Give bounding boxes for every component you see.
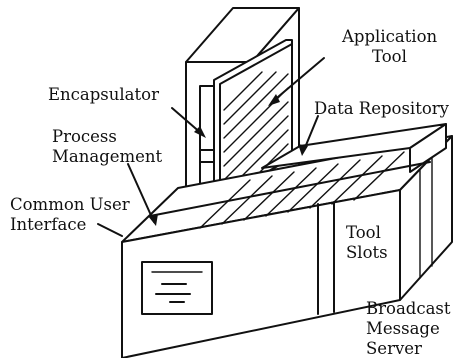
ui-screen: [141, 261, 213, 315]
label-broadcast-2: Message: [366, 319, 440, 338]
label-process-management-1: Process: [52, 127, 117, 146]
label-tool-slots-1: Tool: [346, 223, 381, 242]
label-application-tool-1: Application: [341, 27, 438, 46]
label-tool-slots-2: Slots: [346, 243, 388, 262]
label-common-ui-2: Interface: [10, 215, 86, 234]
label-process-management-2: Management: [52, 147, 163, 166]
label-broadcast-3: Server: [366, 339, 422, 358]
label-broadcast-1: Broadcast: [366, 299, 451, 318]
label-encapsulator: Encapsulator: [48, 85, 159, 104]
platform-base: [121, 123, 453, 358]
leader-arrows: [97, 57, 325, 237]
label-common-ui-1: Common User: [10, 195, 130, 214]
label-data-repository: Data Repository: [314, 99, 450, 118]
label-application-tool-2: Tool: [372, 47, 407, 66]
